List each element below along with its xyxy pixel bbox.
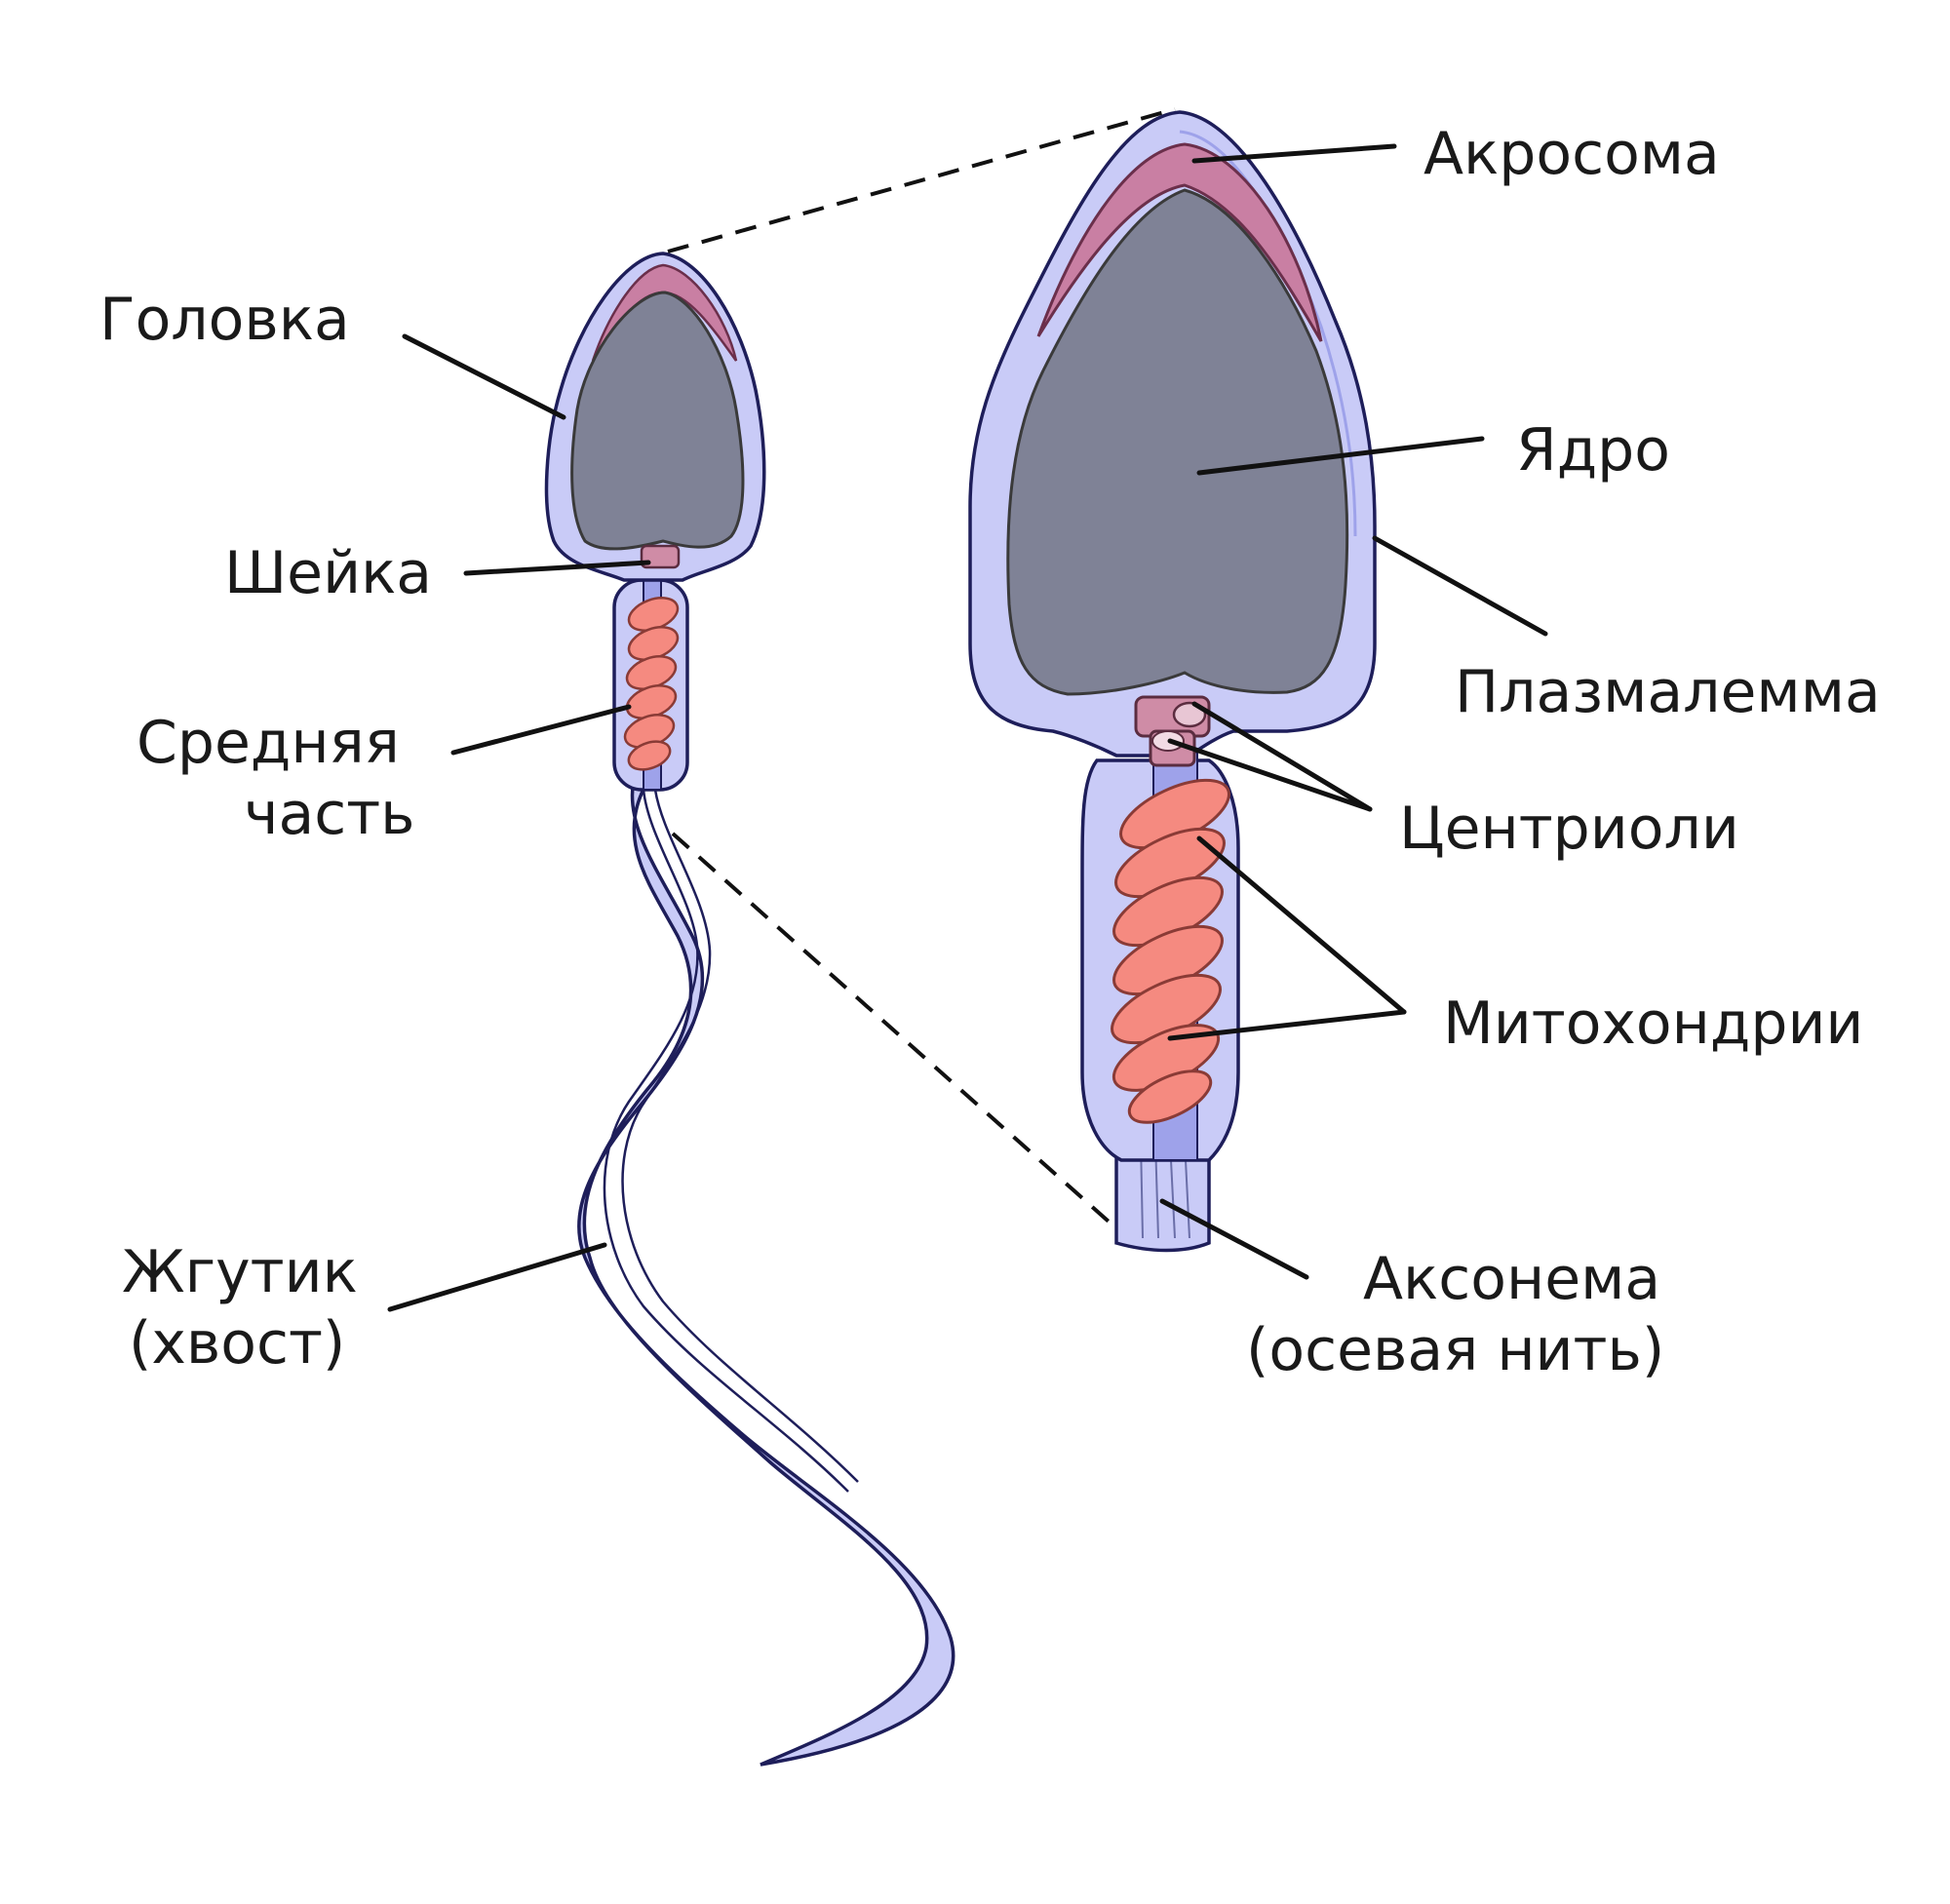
pointer-centriole-2 [1167,738,1373,812]
small-flagellum [576,778,956,1767]
small-centriole [640,544,681,569]
label-axoneme-line1: Аксонема [1363,1245,1660,1313]
label-axoneme-line2: (осевая нить) [1246,1316,1664,1384]
pointer-head [402,333,566,420]
pointer-axoneme [1159,1198,1309,1280]
label-head: Головка [99,286,350,354]
pointer-mitochondria-1 [1196,835,1407,1015]
label-neck: Шейка [224,539,432,607]
large-acrosome [1036,142,1323,342]
label-nucleus: Ядро [1516,416,1670,485]
small-nucleus [570,291,745,551]
pointer-acrosome [1191,143,1397,164]
label-acrosome: Акросома [1424,120,1720,188]
label-plasmalemma: Плазмалемма [1455,658,1881,726]
pointer-mitochondria-2 [1167,1009,1407,1041]
label-flagellum-line2: (хвост) [129,1309,345,1378]
small-flagellum-axoneme [603,789,849,1493]
pointer-flagellum [387,1242,607,1312]
pointer-centriole-1 [1191,701,1373,812]
large-mitochondria [1111,778,1230,1124]
label-flagellum-line1: Жгутик [122,1238,358,1306]
large-nucleus [1006,188,1349,696]
large-sperm [968,110,1377,1253]
pointer-neck [463,560,651,576]
small-sperm [544,252,956,1767]
pointer-plasmalemma [1372,535,1548,637]
pointer-midpiece [450,704,632,756]
small-mitochondria [623,597,680,771]
label-mitochondria: Митохондрии [1443,990,1863,1058]
label-centrioles: Центриоли [1399,795,1739,863]
label-midpiece-line2: часть [244,780,415,848]
label-midpiece-line1: Средняя [136,709,400,777]
large-centrioles [1134,695,1211,767]
zoom-connector-bottom [671,832,1118,1230]
pointer-nucleus [1196,436,1485,476]
zoom-connector-top [667,107,1176,253]
